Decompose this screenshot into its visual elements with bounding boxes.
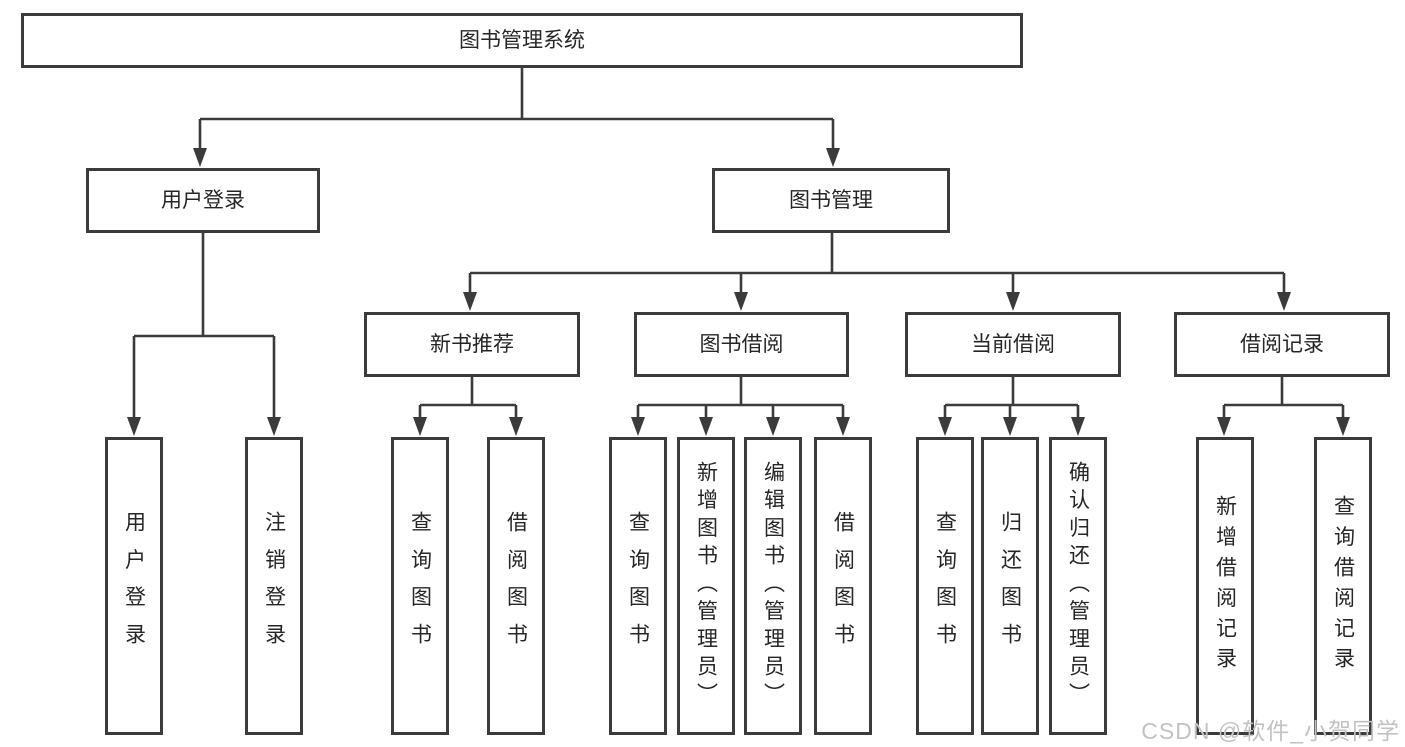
leaf-label: 查询图书 — [408, 511, 432, 661]
leaf-label: 查询图书 — [933, 511, 957, 661]
leaf-label: 编辑图书（管理员） — [761, 461, 785, 711]
arrow-down-icon — [766, 417, 780, 436]
connector-current-borrow-to-leaves — [943, 377, 1080, 419]
leaf-label: 注销登录 — [262, 511, 286, 661]
leaf-label: 查询借阅记录 — [1331, 494, 1355, 678]
leaf-label: 确认归还（管理员） — [1066, 461, 1090, 711]
csdn-watermark: CSDN @软件_小贺同学 — [1141, 718, 1400, 744]
arrow-down-icon — [127, 417, 141, 436]
leaf-add-borrow-record: 新增借阅记录 — [1196, 437, 1254, 735]
arrow-down-icon — [1071, 417, 1085, 436]
connector-borrow-records-to-leaves — [1222, 377, 1345, 419]
arrow-down-icon — [938, 417, 952, 436]
arrow-down-icon — [631, 417, 645, 436]
node-library-management-system: 图书管理系统 — [21, 13, 1023, 68]
leaf-label: 新增图书（管理员） — [694, 461, 718, 711]
arrow-down-icon — [1217, 417, 1231, 436]
node-borrow-records: 借阅记录 — [1174, 312, 1390, 377]
arrow-down-icon — [734, 292, 748, 311]
node-user-login: 用户登录 — [86, 168, 320, 233]
connector-paths — [132, 68, 1345, 419]
connector-root-to-level1 — [198, 68, 835, 150]
leaf-label: 借阅图书 — [504, 511, 528, 661]
leaf-label: 新增借阅记录 — [1213, 494, 1237, 678]
arrow-down-icon — [1003, 417, 1017, 436]
arrow-down-icon — [1336, 417, 1350, 436]
connector-book-borrow-to-leaves — [636, 377, 845, 419]
arrow-down-icon — [267, 417, 281, 436]
arrow-down-icon — [413, 417, 427, 436]
arrow-down-icon — [193, 148, 207, 167]
leaf-query-books-current: 查询图书 — [916, 437, 974, 735]
leaf-borrow-books-newbook: 借阅图书 — [487, 437, 545, 735]
node-new-book-recommend: 新书推荐 — [364, 312, 580, 377]
leaf-logout: 注销登录 — [245, 437, 303, 735]
arrow-down-icon — [836, 417, 850, 436]
arrow-down-icon — [509, 417, 523, 436]
leaf-add-book-admin: 新增图书（管理员） — [677, 437, 735, 735]
arrow-down-icon — [826, 148, 840, 167]
leaf-label: 用户登录 — [122, 511, 146, 661]
connector-new-book-to-leaves — [418, 377, 518, 419]
leaf-label: 查询图书 — [626, 511, 650, 661]
leaf-borrow-books-borrow: 借阅图书 — [814, 437, 872, 735]
node-current-borrow: 当前借阅 — [905, 312, 1121, 377]
connector-user-login-to-leaves — [132, 233, 276, 419]
arrowheads — [127, 148, 1350, 436]
leaf-query-books-newbook: 查询图书 — [391, 437, 449, 735]
leaf-user-login: 用户登录 — [105, 437, 163, 735]
arrow-down-icon — [1006, 292, 1020, 311]
connector-book-management-to-level2 — [468, 233, 1286, 294]
arrow-down-icon — [1277, 292, 1291, 311]
leaf-edit-book-admin: 编辑图书（管理员） — [744, 437, 802, 735]
node-book-borrow: 图书借阅 — [634, 312, 849, 377]
leaf-label: 借阅图书 — [831, 511, 855, 661]
leaf-confirm-return-admin: 确认归还（管理员） — [1049, 437, 1107, 735]
leaf-return-book: 归还图书 — [981, 437, 1039, 735]
arrow-down-icon — [699, 417, 713, 436]
node-book-management: 图书管理 — [712, 168, 950, 233]
leaf-label: 归还图书 — [998, 511, 1022, 661]
arrow-down-icon — [463, 292, 477, 311]
leaf-query-books-borrow: 查询图书 — [609, 437, 667, 735]
leaf-query-borrow-record: 查询借阅记录 — [1314, 437, 1372, 735]
